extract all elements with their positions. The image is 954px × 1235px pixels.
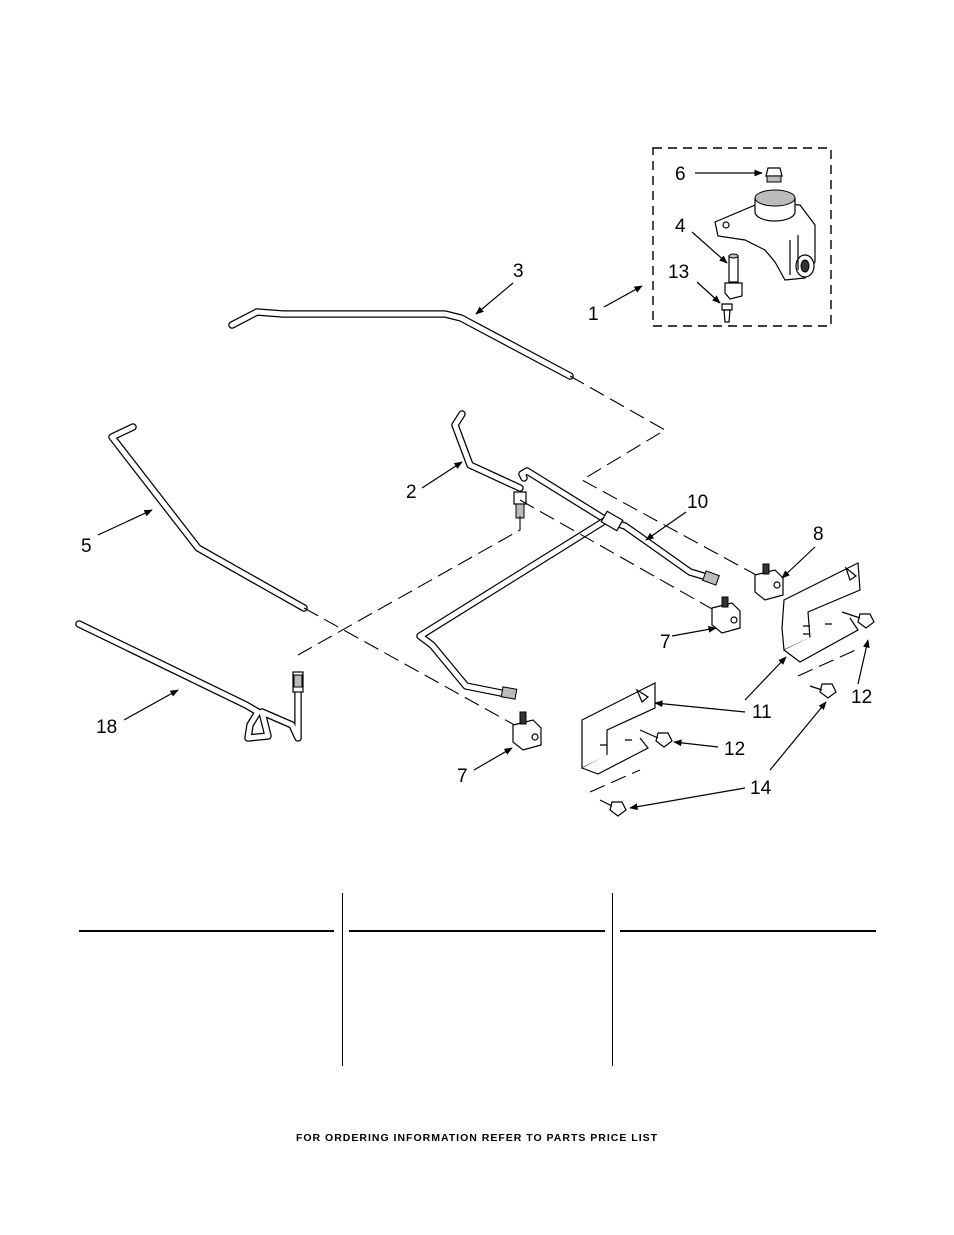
column-3-header-rule [620, 930, 876, 932]
callout-10: 10 [687, 492, 708, 513]
tube-18 [75, 620, 304, 742]
tube-2 [451, 410, 527, 519]
tube-5 [108, 423, 308, 612]
bracket-11-lower-drawing [581, 682, 656, 775]
callout-1: 1 [588, 304, 599, 325]
leader-arrows [97, 169, 870, 811]
callout-7-lower: 7 [457, 766, 468, 787]
screw-12-upper-drawing [841, 611, 875, 629]
callout-8: 8 [813, 524, 824, 545]
tube-3 [228, 308, 574, 380]
callout-labels: 6 4 13 1 3 2 5 10 8 7 11 12 12 14 18 7 [81, 164, 872, 799]
callout-12-right: 12 [851, 687, 872, 708]
callout-11: 11 [752, 702, 772, 723]
assembly-1-dashed-box [652, 147, 832, 327]
column-1-header-rule [79, 930, 334, 932]
valve-assembly-drawing [714, 167, 816, 323]
parts-exploded-diagram: 6 4 13 1 3 2 5 10 8 7 11 12 12 14 18 7 [75, 147, 875, 817]
callout-6: 6 [675, 164, 686, 185]
callout-7-upper: 7 [660, 632, 671, 653]
valve-8-drawing [754, 563, 784, 601]
tube-10 [416, 467, 720, 700]
bracket-11-upper-drawing [781, 562, 861, 663]
column-separator-2 [612, 893, 613, 1066]
callout-18: 18 [96, 717, 117, 738]
screw-14-lower-drawing [599, 799, 627, 817]
valve-7-lower-drawing [512, 711, 542, 751]
callout-13: 13 [668, 262, 689, 283]
valve-7-upper-drawing [711, 596, 741, 634]
ordering-info-footer: FOR ORDERING INFORMATION REFER TO PARTS … [295, 1132, 659, 1144]
screw-12-lower-drawing [639, 729, 673, 748]
screw-14-upper-drawing [809, 683, 837, 699]
callout-12-middle: 12 [724, 739, 745, 760]
callout-3: 3 [513, 261, 524, 282]
callout-14: 14 [750, 778, 772, 799]
column-2-header-rule [349, 930, 605, 932]
column-separator-1 [342, 893, 343, 1066]
callout-4: 4 [675, 216, 686, 237]
callout-2: 2 [406, 482, 417, 503]
callout-5: 5 [81, 536, 92, 557]
assembly-lines [297, 375, 861, 793]
